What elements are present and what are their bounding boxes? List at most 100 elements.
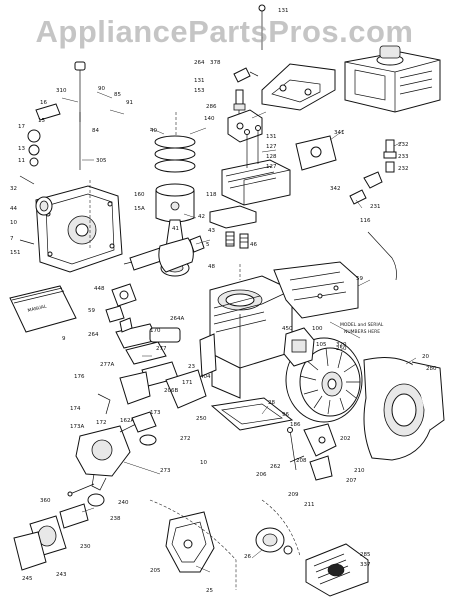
callout: 131 [266, 134, 277, 140]
callout: 277 [156, 346, 167, 352]
piston [155, 183, 195, 223]
watermark: AppliancePartsPros.com [35, 14, 414, 49]
throttle-link [67, 483, 95, 497]
callout: 41 [172, 226, 179, 232]
callout: 91 [126, 100, 133, 106]
callout: 206 [256, 472, 267, 478]
callout: 5 [206, 242, 210, 248]
breather-plate [295, 135, 337, 171]
callout: 32 [10, 186, 17, 192]
callout: 337 [360, 562, 371, 568]
starter-pulley [255, 527, 293, 555]
callout: 205 [150, 568, 161, 574]
callout: 285 [360, 552, 371, 558]
cylinder-block [199, 275, 293, 399]
callout: 96 [282, 412, 289, 418]
dipstick-tube [74, 61, 86, 170]
callout: 59 [356, 276, 363, 282]
callout: 264 [88, 332, 99, 338]
callout: 105 [316, 342, 327, 348]
callout: 209 [288, 492, 299, 498]
blower-housing [363, 357, 445, 461]
callout: 84 [92, 128, 99, 134]
owners-manual: MANUAL [9, 285, 77, 333]
air-cleaner-parts [13, 493, 105, 571]
callout: 40 [150, 128, 157, 134]
callout: 100 [312, 326, 323, 332]
callout: 280 [426, 366, 437, 372]
fuel-tank-bracket [261, 63, 336, 111]
callout: 173 [150, 410, 161, 416]
piston-rings [154, 135, 196, 173]
small-lever [233, 67, 259, 83]
governor-bracket [289, 423, 337, 481]
callout: 264A [170, 316, 184, 322]
callout: 16 [40, 100, 47, 106]
crankcase-bolts [19, 175, 35, 245]
callout: 174 [70, 406, 81, 412]
linkage-bracket [227, 109, 263, 143]
callout: 9 [62, 336, 66, 342]
callout: 26 [244, 554, 251, 560]
callout: 131 [278, 8, 289, 14]
callout: 170 [150, 328, 161, 334]
callout: 59 [88, 308, 95, 314]
callout: 46 [250, 242, 257, 248]
callout: 23 [188, 364, 195, 370]
callout: 320 [336, 342, 347, 348]
intake-elbow [119, 369, 207, 409]
callout: 450 [282, 326, 293, 332]
model-serial-note: MODEL and SERIAL NUMBERS HERE [340, 322, 384, 335]
callout: 151 [10, 250, 21, 256]
callout: 262 [270, 464, 281, 470]
fuel-tank [344, 45, 441, 113]
callout: 238 [110, 516, 121, 522]
callout: 128 [266, 154, 277, 160]
callout: 305 [96, 158, 107, 164]
callout: 13 [18, 146, 25, 152]
callout: 233 [398, 154, 409, 160]
callout: 160 [134, 192, 145, 198]
callout: 232 [398, 142, 409, 148]
leader-lines [61, 91, 417, 573]
callout: 140 [204, 116, 215, 122]
assembly-line-1 [149, 499, 237, 590]
callout: 162A [120, 418, 134, 424]
callout: 206B [164, 388, 178, 394]
callout: 360 [40, 498, 51, 504]
speed-control [287, 427, 297, 471]
callout: 448 [94, 286, 105, 292]
rewind-starter [305, 543, 369, 597]
head-bolt-tall [258, 4, 266, 50]
head-bolts-pair [244, 125, 261, 168]
callout: 172 [96, 420, 107, 426]
callout: 131 [194, 78, 205, 84]
ignition-coil [283, 327, 315, 367]
callout: 118 [206, 192, 217, 198]
callout: 202 [340, 436, 351, 442]
starter-cup [165, 511, 215, 573]
callout: 378 [210, 60, 221, 66]
manual-label: MANUAL [27, 303, 48, 314]
callout: 310 [56, 88, 67, 94]
crankshaft [123, 235, 205, 273]
callout: 232 [398, 166, 409, 172]
callout: 404 [200, 374, 211, 380]
callout: 7 [10, 236, 14, 242]
callout: 273 [160, 468, 171, 474]
choke-parts [97, 393, 157, 446]
callout: 10 [10, 220, 17, 226]
callout: 250 [336, 346, 347, 352]
callout: 44 [10, 206, 17, 212]
callout: 11 [18, 158, 25, 164]
callout: 90 [98, 86, 105, 92]
callout: 210 [354, 468, 365, 474]
callout: 20 [422, 354, 429, 360]
callout: 211 [304, 502, 315, 508]
callout: 17 [18, 124, 25, 130]
assembly-line-2 [261, 499, 301, 557]
base-plate [210, 397, 294, 431]
callout: 48 [208, 264, 215, 270]
